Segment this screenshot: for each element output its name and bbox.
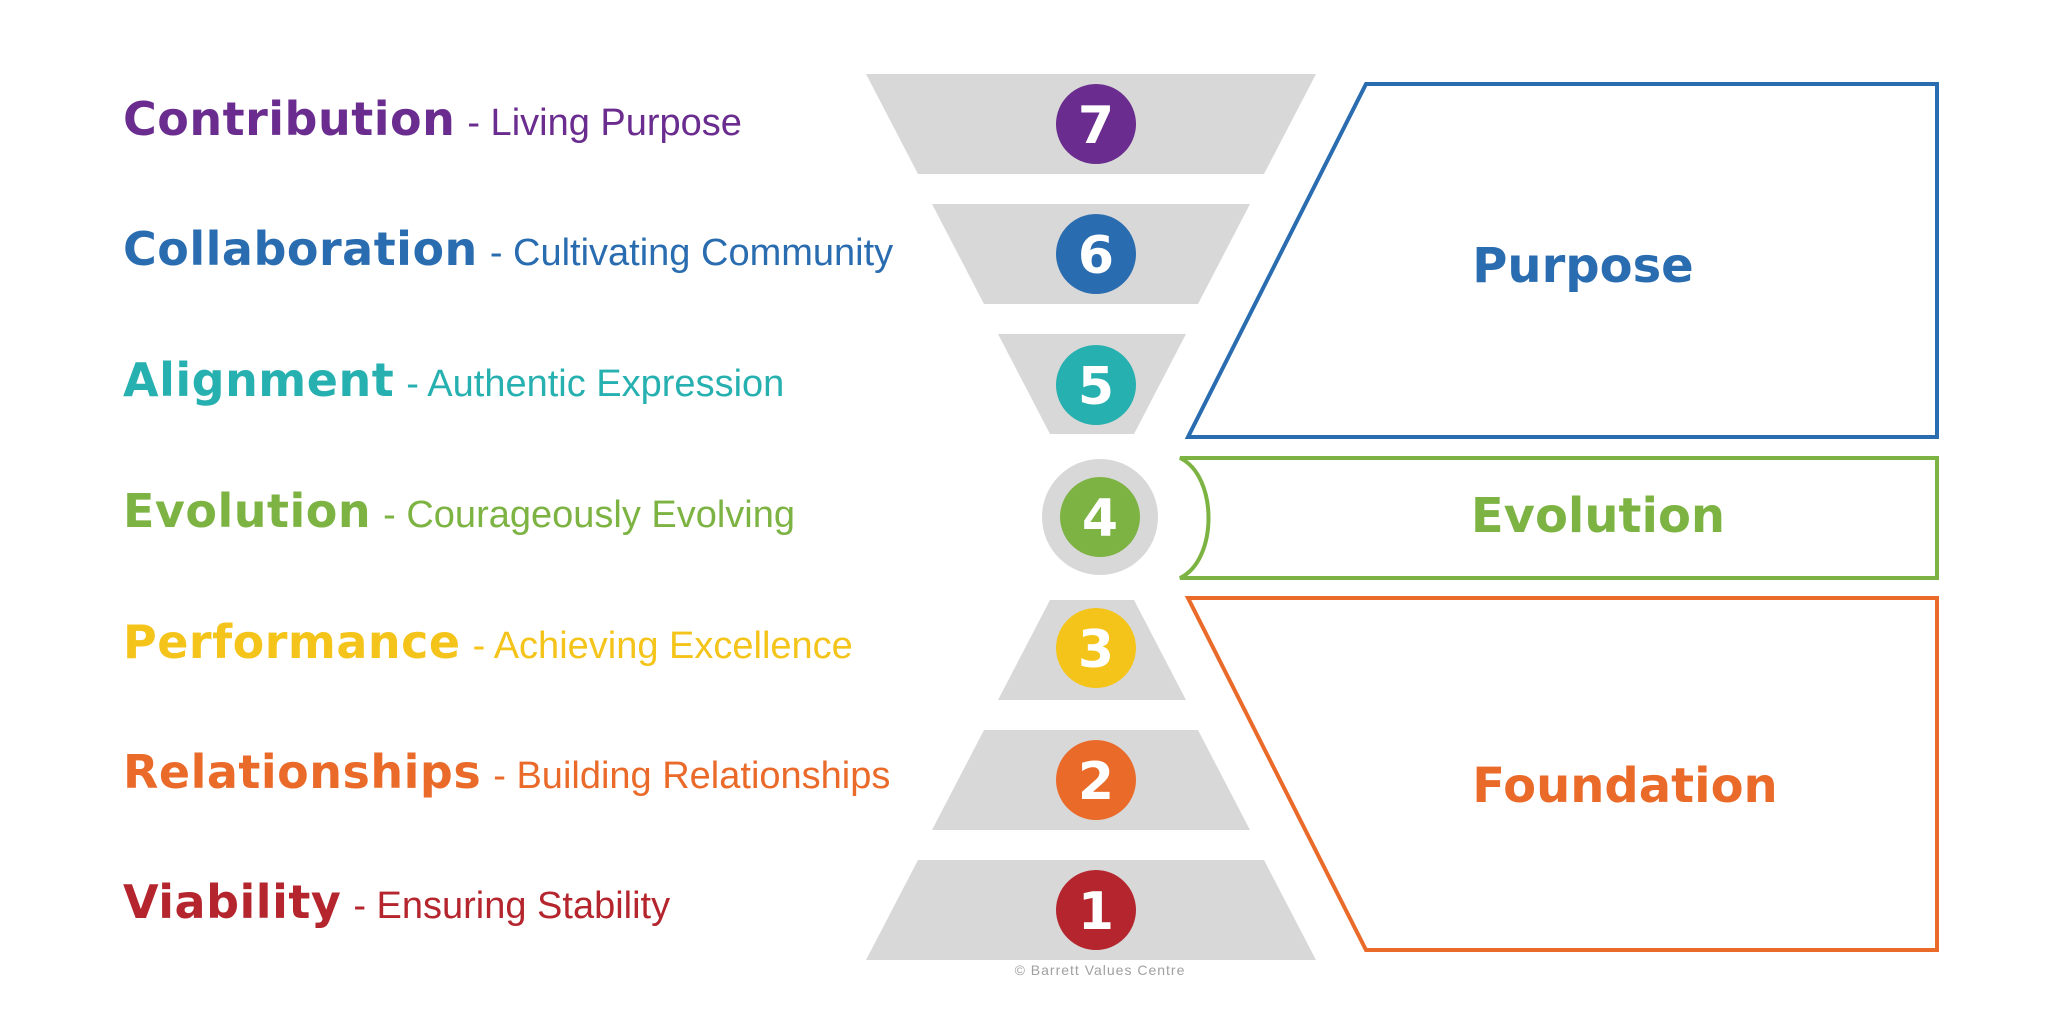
level-5-badge: 5 (1056, 345, 1136, 425)
level-7-name: Contribution (123, 92, 456, 146)
foundation-panel (1184, 596, 1939, 952)
level-2-label: Relationships - Building Relationships (123, 745, 890, 815)
level-4-description: - Courageously Evolving (383, 494, 796, 536)
level-7-number: 7 (1078, 96, 1114, 156)
level-5-description: - Authentic Expression (406, 363, 785, 405)
level-4-number: 4 (1082, 489, 1118, 549)
level-4-label: Evolution - Courageously Evolving (123, 484, 795, 554)
level-3-label: Performance - Achieving Excellence (123, 615, 853, 685)
level-1-name: Viability (123, 875, 342, 929)
level-7-badge: 7 (1056, 84, 1136, 164)
purpose-panel (1184, 82, 1939, 439)
level-7-description: - Living Purpose (467, 102, 742, 144)
level-2-number: 2 (1078, 752, 1114, 812)
level-1-number: 1 (1078, 882, 1114, 942)
level-6-number: 6 (1078, 226, 1114, 286)
level-6-description: - Cultivating Community (489, 232, 894, 274)
level-5-number: 5 (1078, 357, 1114, 417)
level-2-badge: 2 (1056, 740, 1136, 820)
level-4-name: Evolution (123, 484, 372, 538)
level-3-name: Performance (123, 615, 461, 669)
level-3-description: - Achieving Excellence (472, 625, 853, 667)
level-5-name: Alignment (123, 353, 395, 407)
evolution-label: Evolution (1471, 488, 1725, 544)
evolution-panel (1179, 456, 1939, 580)
level-1-badge: 1 (1056, 870, 1136, 950)
level-2-description: - Building Relationships (493, 755, 891, 797)
level-7-label: Contribution - Living Purpose (123, 92, 742, 162)
level-6-badge: 6 (1056, 214, 1136, 294)
purpose-label: Purpose (1472, 238, 1693, 294)
level-2-name: Relationships (123, 745, 482, 799)
level-6-label: Collaboration - Cultivating Community (123, 222, 893, 292)
level-1-label: Viability - Ensuring Stability (123, 875, 670, 945)
foundation-label: Foundation (1472, 758, 1777, 814)
level-1-description: - Ensuring Stability (353, 885, 671, 927)
level-6-name: Collaboration (123, 222, 478, 276)
level-5-label: Alignment - Authentic Expression (123, 353, 784, 423)
level-3-badge: 3 (1056, 608, 1136, 688)
level-3-number: 3 (1078, 620, 1114, 680)
copyright-notice: © Barrett Values Centre (1014, 962, 1186, 978)
level-4-badge: 4 (1060, 477, 1140, 557)
